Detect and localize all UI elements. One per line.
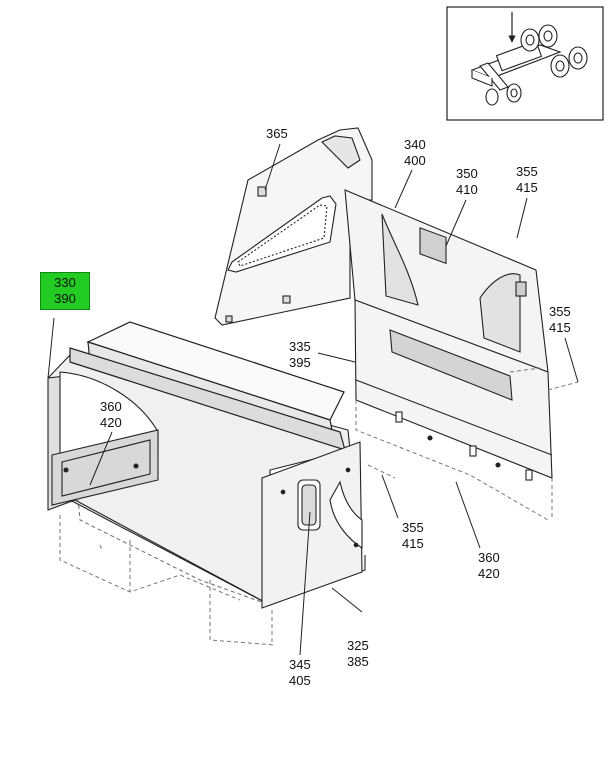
cab-floor-outline xyxy=(355,367,579,521)
callout-365: 365 xyxy=(266,126,288,141)
bunk-cushion xyxy=(69,321,346,451)
back-wall-upper-panel xyxy=(344,189,549,373)
bunk-base-outline xyxy=(59,515,276,646)
rear-cab-wall-panel xyxy=(214,127,373,326)
leader-lines xyxy=(47,143,579,656)
locator-inset xyxy=(446,6,604,121)
truck-chassis-locator-icon xyxy=(470,24,588,106)
